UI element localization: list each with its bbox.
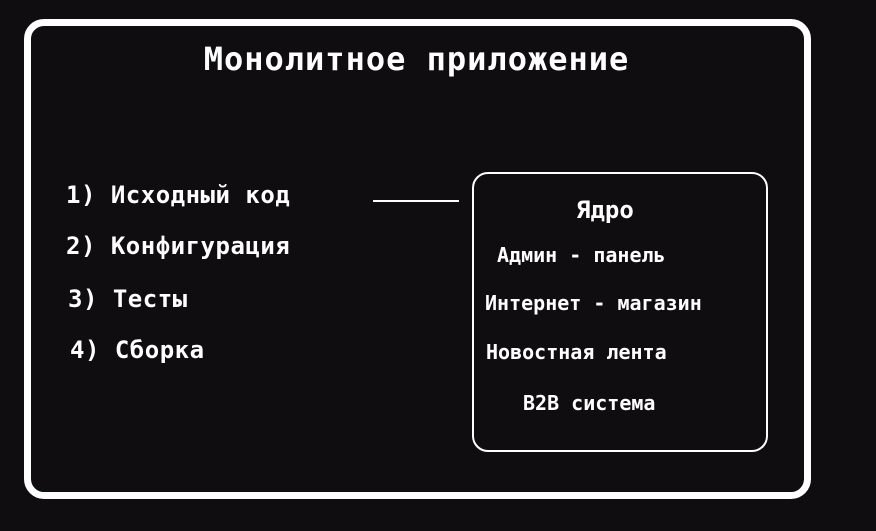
component-item-tests: 3) Тесты — [68, 285, 188, 313]
diagram-title: Монолитное приложение — [203, 40, 630, 78]
core-module-online-store: Интернет - магазин — [485, 291, 702, 315]
core-box — [472, 172, 768, 452]
component-item-build: 4) Сборка — [70, 336, 205, 364]
core-module-admin-panel: Админ - панель — [497, 243, 666, 267]
connector-line — [373, 200, 459, 202]
component-item-configuration: 2) Конфигурация — [66, 232, 291, 260]
core-module-news-feed: Новостная лента — [486, 340, 667, 364]
core-module-b2b-system: B2B система — [523, 391, 656, 415]
component-item-source-code: 1) Исходный код — [66, 181, 291, 209]
core-title: Ядро — [576, 196, 634, 224]
